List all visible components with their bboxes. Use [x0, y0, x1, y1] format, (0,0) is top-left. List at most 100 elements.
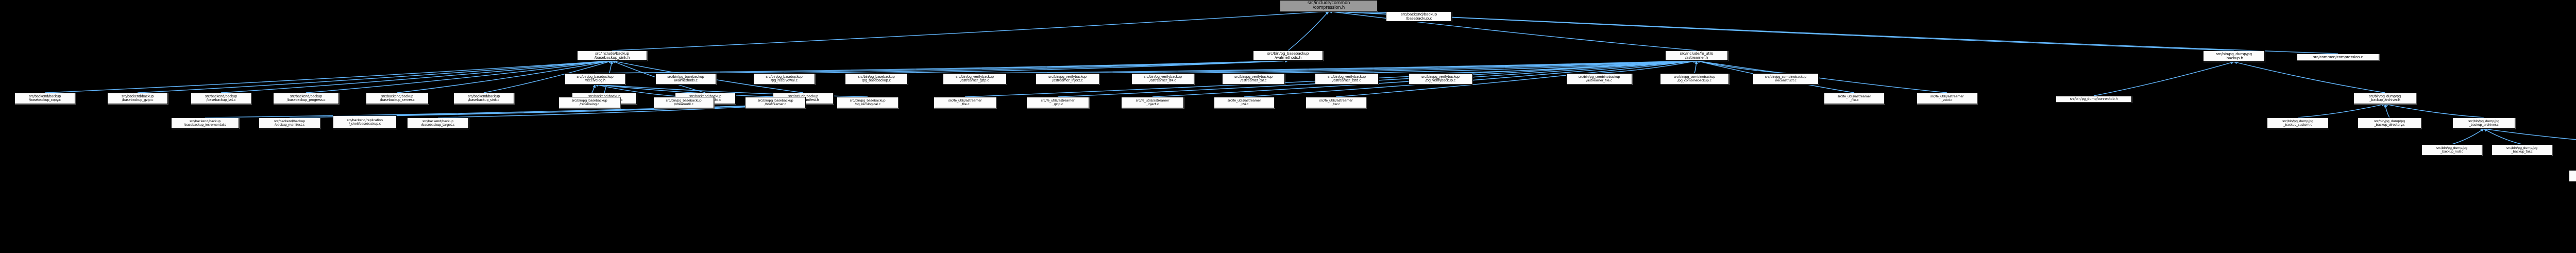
- graph-node[interactable]: src/bin/pg_dump/pg _backup_null.c: [2421, 144, 2482, 156]
- graph-edge: [1253, 59, 1697, 74]
- graph-node[interactable]: src/include/backup /basebackup_sink.h: [577, 50, 647, 61]
- graph-node[interactable]: src/bin/pg_combinebackup /pg_combineback…: [1660, 73, 1729, 85]
- graph-edge: [483, 60, 613, 93]
- graph-node[interactable]: src/backend/replication /_shell/baseback…: [333, 115, 397, 129]
- graph-node[interactable]: src/backend/backup /basebackup_sink.c: [453, 93, 514, 104]
- graph-edge: [1067, 59, 1697, 74]
- graph-node-label: src/backend/backup /backup_manifest.c: [274, 119, 306, 127]
- graph-edge: [137, 59, 613, 93]
- graph-node[interactable]: src/backend/backup /basebackup.c: [1386, 11, 1452, 22]
- graph-node-label: src/fe_utils/astreamer _inject.c: [1136, 98, 1170, 106]
- graph-node[interactable]: src/bin/pg_basebackup /receivelog.c: [558, 97, 620, 108]
- graph-edge: [1694, 60, 1698, 74]
- graph-node-label: src/include/backup /basebackup_sink.h: [594, 51, 630, 60]
- graph-edge: [2483, 127, 2576, 140]
- graph-node[interactable]: src/bin/pg_dump/connectdb.h: [2056, 96, 2132, 103]
- graph-node[interactable]: src/bin/pg_basebackup /pg_recvlogical.c: [837, 97, 899, 108]
- graph-node-label: src/backend/backup /basebackup_copy.c: [28, 94, 61, 102]
- graph-node[interactable]: src/bin/pg_dump/pg _backup_custom.c: [2267, 117, 2329, 129]
- graph-node[interactable]: src/bin/pg_basebackup /walmethods.h: [1253, 50, 1323, 61]
- graph-node[interactable]: src/backend/backup /backup_manifest.c: [259, 117, 320, 129]
- graph-node-label: src/bin/pg_verifybackup /astreamer_gzip.…: [956, 75, 994, 82]
- graph-node[interactable]: src/fe_utils/astreamer _file.c: [934, 97, 996, 108]
- graph-node-label: src/bin/pg_verifybackup /astreamer_injec…: [1048, 75, 1087, 82]
- graph-node-label: src/bin/pg_basebackup /pg_basebackup.c: [858, 75, 895, 82]
- graph-node[interactable]: src/bin/pg_dump/pg _backup_tar.c: [2492, 144, 2552, 156]
- graph-node[interactable]: src/fe_utils/astreamer _tar.c: [1306, 97, 1366, 108]
- graph-node-label: src/bin/pg_dump/pg _backup_archiver.c: [2468, 119, 2499, 127]
- graph-node-label: src/backend/backup /basebackup.c: [1400, 12, 1437, 21]
- graph-node-label: src/bin/pg_verifybackup /astreamer_lz4.c: [1144, 75, 1182, 82]
- graph-node-label: src/bin/pg_basebackup /walmethods.h: [1267, 51, 1309, 60]
- graph-node[interactable]: src/fe_utils/astreamer _file.c: [1824, 93, 1885, 104]
- graph-node[interactable]: src/backend/backup /basebackup_target.c: [407, 117, 469, 129]
- graph-edge: [1696, 60, 1786, 74]
- graph-edge: [2093, 61, 2234, 96]
- graph-node[interactable]: src/common/compression.c: [2297, 54, 2379, 60]
- graph-edge: [364, 103, 804, 116]
- graph-edge: [595, 59, 1289, 74]
- graph-node[interactable]: src/bin/pg_basebackup /pg_basebackup.c: [845, 73, 908, 85]
- graph-node[interactable]: src/bin/pg_dump/pg _backup_archiver.h: [2353, 93, 2416, 104]
- graph-node[interactable]: src/backend/backup /basebackup_gzip.c: [107, 93, 168, 104]
- graph-edge: [612, 10, 1329, 51]
- graph-node-label: src/bin/pg_verifybackup /astreamer_tar.c: [1234, 75, 1273, 82]
- graph-node-label: src/bin/pg_dump/pg _backup_custom.c: [2282, 119, 2313, 127]
- graph-node[interactable]: src/fe_utils/astreamer _lz4.c: [1214, 97, 1275, 108]
- graph-node[interactable]: src/bin/pg_verifybackup /astreamer_gzip.…: [943, 73, 1007, 85]
- graph-node[interactable]: src/include/common /compression.h: [1280, 0, 1378, 11]
- graph-edge: [2384, 104, 2390, 118]
- graph-edge: [1696, 59, 1947, 93]
- graph-node[interactable]: src/bin/pg_dump/pg _backup_archiver.c: [2452, 117, 2515, 129]
- graph-node[interactable]: src/bin/pg_dump/pg _backup.h: [2203, 50, 2265, 62]
- graph-edge: [685, 59, 1289, 74]
- graph-node-label: src/bin/pg_dump/pg _backup.h: [2216, 52, 2252, 60]
- graph-edge: [2233, 61, 2385, 93]
- graph-node-label: src/include/common /compression.h: [1307, 1, 1350, 10]
- graph-node[interactable]: src/bin/pg_verifybackup /astreamer_lz4.c: [1131, 73, 1194, 85]
- graph-node-label: src/bin/pg_combinebackup /reconstruct.c: [1765, 75, 1807, 82]
- graph-node[interactable]: src/backend/backup /basebackup_increment…: [171, 117, 239, 129]
- graph-node-label: src/fe_utils/astreamer _tar.c: [1319, 98, 1353, 106]
- graph-edge: [1328, 10, 1697, 51]
- graph-node-label: src/backend/backup /basebackup_progress.…: [286, 94, 326, 102]
- graph-node-label: src/fe_utils/astreamer _file.c: [1837, 94, 1871, 102]
- graph-node-label: src/bin/pg_verifybackup /astreamer_zstd.…: [1328, 75, 1366, 82]
- graph-node-label: src/bin/pg_dump/connectdb.h: [2070, 97, 2118, 102]
- graph-node-label: src/backend/replication /_shell/baseback…: [347, 118, 383, 126]
- graph-node-label: src/backend/backup /basebackup_increment…: [183, 119, 227, 127]
- graph-node[interactable]: src/bin/pg_basebackup /streamutil.c: [653, 97, 714, 108]
- graph-node[interactable]: src/bin/pg_basebackup /pg_receivewal.c: [753, 73, 815, 85]
- graph-node[interactable]: src/fe_utils/astreamer _zstd.c: [1917, 93, 1977, 104]
- graph-edge: [1287, 11, 1329, 51]
- graph-node-label: src/fe_utils/astreamer _lz4.c: [1227, 98, 1261, 106]
- graph-node-label: src/bin/pg_verifybackup /pg_verifybackup…: [1421, 75, 1460, 82]
- graph-node[interactable]: src/backend/backup /basebackup_server.c: [366, 93, 429, 104]
- graph-node[interactable]: src/bin/pg_verifybackup /astreamer_tar.c: [1222, 73, 1285, 85]
- graph-node[interactable]: src/bin/pg_verifybackup /astreamer_zstd.…: [1315, 73, 1379, 85]
- graph-node[interactable]: src/bin/pg_basebackup /walmethods.c: [655, 73, 716, 85]
- graph-node-label: src/bin/pg_combinebackup /astreamer_file…: [1578, 75, 1620, 82]
- graph-node[interactable]: src/bin/pg_dump /pg_backup_utils.c: [2569, 170, 2576, 181]
- graph-edge: [1162, 59, 1697, 74]
- graph-node[interactable]: src/fe_utils/astreamer _gzip.c: [1026, 97, 1089, 108]
- graph-node[interactable]: src/bin/pg_basebackup /bbstreamer.c: [745, 97, 806, 108]
- graph-edge: [1335, 59, 1697, 97]
- graph-node[interactable]: src/bin/pg_verifybackup /astreamer_injec…: [1036, 73, 1099, 85]
- graph-node[interactable]: src/bin/pg_dump/pg _backup_directory.c: [2358, 117, 2421, 129]
- graph-node[interactable]: src/backend/backup /basebackup_progress.…: [273, 93, 339, 104]
- graph-node[interactable]: src/backend/backup /basebackup_lz4.c: [191, 93, 251, 104]
- graph-node[interactable]: src/fe_utils/astreamer _inject.c: [1121, 97, 1184, 108]
- graph-node[interactable]: src/bin/pg_combinebackup /astreamer_file…: [1566, 73, 1632, 85]
- graph-node-label: src/bin/pg_basebackup /bbstreamer.c: [757, 98, 793, 106]
- graph-node[interactable]: src/bin/pg_combinebackup /reconstruct.c: [1753, 73, 1819, 85]
- graph-edge: [784, 59, 1289, 74]
- graph-node[interactable]: src/include/fe_utils /astreamer.h: [1665, 50, 1728, 61]
- graph-node[interactable]: src/backend/backup /basebackup_copy.c: [14, 93, 75, 104]
- graph-node-label: src/bin/pg_combinebackup /pg_combineback…: [1673, 75, 1716, 82]
- graph-node[interactable]: src/bin/pg_basebackup /receivelog.h: [565, 73, 625, 85]
- graph-edge: [44, 59, 613, 93]
- graph-node[interactable]: src/bin/pg_verifybackup /pg_verifybackup…: [1409, 73, 1472, 85]
- graph-node-label: src/bin/pg_dump/pg _backup_tar.c: [2506, 146, 2537, 154]
